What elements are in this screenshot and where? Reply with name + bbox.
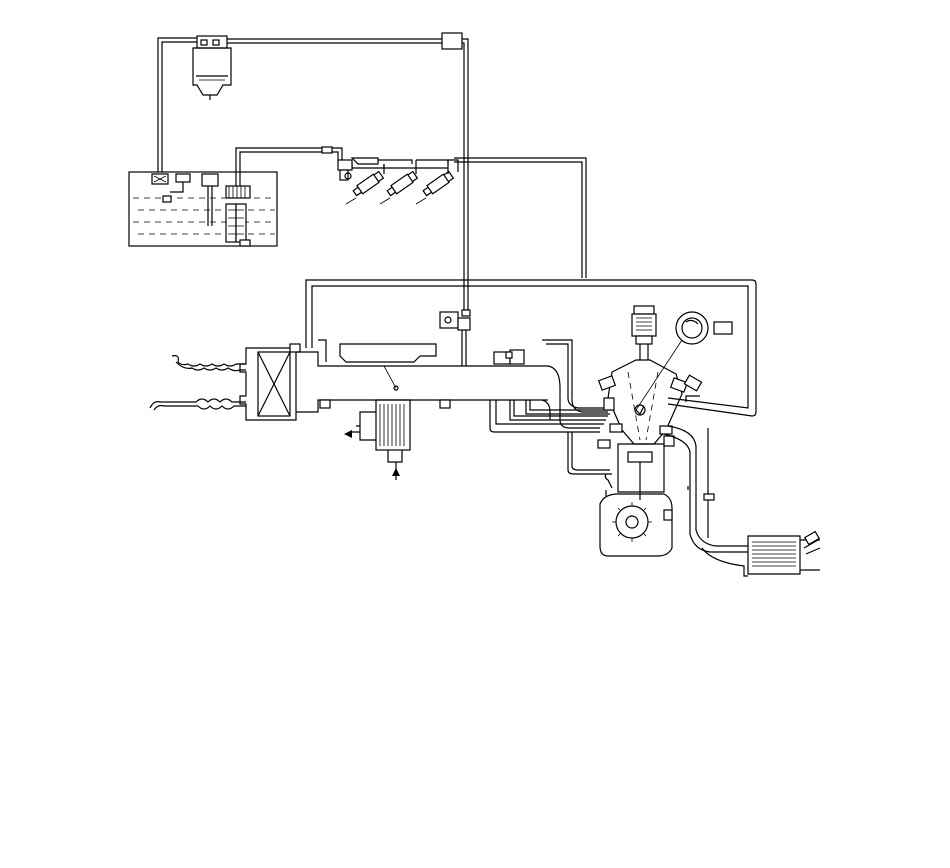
engine-head <box>597 359 703 449</box>
intake-ducts <box>296 339 548 413</box>
injector-1 <box>352 170 385 197</box>
intercooler <box>344 399 411 480</box>
purge-valve <box>439 311 471 366</box>
pressure-regulator <box>337 159 353 181</box>
fuel-tank <box>128 171 278 247</box>
engine-block <box>599 443 673 557</box>
air-intake-duct <box>149 355 246 411</box>
injector-2 <box>386 170 419 197</box>
misc-fittings <box>461 309 689 490</box>
resonator <box>339 343 437 391</box>
fuel-pump <box>201 173 251 247</box>
exhaust-pipe <box>663 425 748 577</box>
fuel-injectors <box>345 170 455 205</box>
vacuum-hoses <box>489 339 612 475</box>
catalytic-converter <box>747 530 821 575</box>
air-cleaner <box>239 343 301 421</box>
charcoal-canister <box>192 35 232 100</box>
vapor-lines <box>157 32 469 310</box>
distributor <box>635 311 733 411</box>
pcv-loop-line <box>305 279 757 417</box>
ignition-coil <box>631 305 657 360</box>
fuel-supply-lines <box>235 146 343 186</box>
injector-3 <box>422 170 455 197</box>
fuel-rail <box>350 157 587 278</box>
